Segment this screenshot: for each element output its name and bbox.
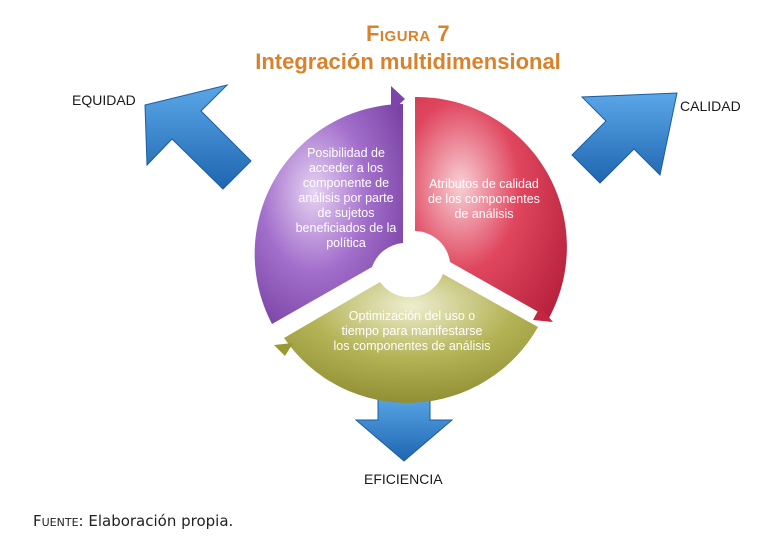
source-colon: :	[78, 512, 89, 530]
segment-olive-arrowhead	[274, 343, 293, 356]
segment-red-text: Atributos de calidad de los componentes …	[428, 177, 540, 221]
segment-red	[415, 96, 567, 318]
segment-purple-arrowhead	[391, 86, 405, 112]
segment-olive-text: Optimización del uso o tiempo para manif…	[333, 309, 491, 353]
figure-label: Figura 7	[365, 21, 451, 46]
arrow-eficiencia	[354, 394, 454, 462]
segment-purple-text: Posibilidad de acceder a los componente …	[295, 146, 397, 250]
source-note: Fuente: Elaboración propia.	[33, 512, 233, 530]
segment-purple	[254, 104, 403, 324]
segment-red-arrowhead	[533, 307, 553, 322]
figure-title-block: Figura 7 Integración multidimensional	[0, 20, 774, 76]
source-key: Fuente	[33, 512, 79, 530]
arrow-calidad	[571, 92, 678, 184]
label-equidad: EQUIDAD	[72, 92, 136, 108]
source-text: Elaboración propia.	[88, 512, 234, 530]
segment-olive	[284, 274, 538, 403]
label-calidad: CALIDAD	[680, 98, 741, 114]
figure-title: Integración multidimensional	[255, 49, 561, 74]
label-eficiencia: EFICIENCIA	[364, 471, 443, 487]
arrow-equidad	[144, 84, 252, 190]
